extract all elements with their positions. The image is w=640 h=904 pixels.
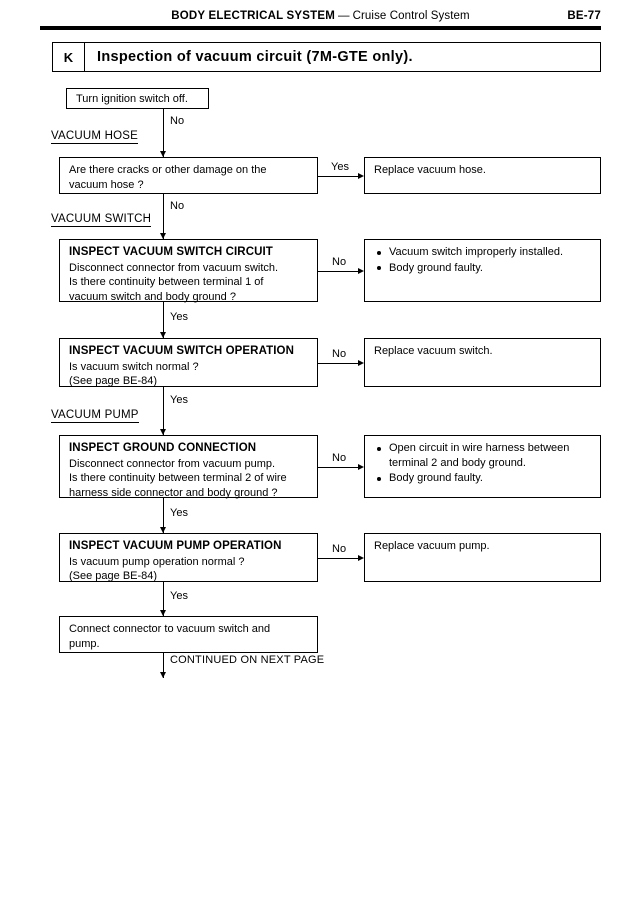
section-bar: K Inspection of vacuum circuit (7M-GTE o… <box>52 42 601 72</box>
connector-ground-to-pump <box>163 498 164 533</box>
header-subject: Cruise Control System <box>352 10 470 22</box>
ground-result-b1-line1: Open circuit in wire harness between <box>389 442 570 454</box>
branch-label-no-switch-circuit: No <box>332 256 347 268</box>
arrowhead-down-hose <box>160 151 166 157</box>
ground-connection-line1: Disconnect connector from vacuum pump. <box>69 457 276 470</box>
branch-label-yes-hose: Yes <box>331 161 349 173</box>
continued-note: CONTINUED ON NEXT PAGE <box>170 654 325 666</box>
branch-label-yes-switch-operation: Yes <box>170 394 188 406</box>
connector-pump-no <box>318 558 359 559</box>
branch-label-yes-pump: Yes <box>170 590 188 602</box>
flow-box-switch-circuit: INSPECT VACUUM SWITCH CIRCUIT Disconnect… <box>59 239 318 303</box>
section-label-vacuum-hose: VACUUM HOSE <box>51 130 138 144</box>
flow-box-pump-operation: INSPECT VACUUM PUMP OPERATION Is vacuum … <box>59 533 318 582</box>
section-label-vacuum-pump: VACUUM PUMP <box>51 409 139 423</box>
branch-label-no-ground: No <box>332 452 347 464</box>
connector-reconnect-tail <box>163 653 164 678</box>
connector-ground-no <box>318 467 359 468</box>
branch-label-yes-ground: Yes <box>170 507 188 519</box>
arrowhead-down-reconnect <box>160 610 166 616</box>
connector-hose-to-switch <box>163 194 164 239</box>
page-number: BE-77 <box>567 10 601 22</box>
header-dash: — <box>337 10 350 22</box>
pump-operation-result-text: Replace vacuum pump. <box>374 540 490 552</box>
section-label-vacuum-switch: VACUUM SWITCH <box>51 213 152 227</box>
flow-box-ground-connection: INSPECT GROUND CONNECTION Disconnect con… <box>59 435 318 499</box>
branch-label-no-pump: No <box>332 543 347 555</box>
ground-result-b1-line2: terminal 2 and body ground. <box>389 456 526 469</box>
arrowhead-right-pump <box>358 554 364 561</box>
flow-box-pump-operation-result: Replace vacuum pump. <box>364 533 601 582</box>
flow-box-switch-operation-result: Replace vacuum switch. <box>364 338 601 387</box>
branch-label-no-switch-operation: No <box>332 348 347 360</box>
ground-connection-line3: harness side connector and body ground ? <box>69 486 278 499</box>
switch-circuit-result-list: Vacuum switch improperly installed. Body… <box>365 240 600 275</box>
arrowhead-down-continued <box>160 672 166 678</box>
arrowhead-down-switch-operation <box>160 332 166 338</box>
flow-box-hose-check: Are there cracks or other damage on the … <box>59 157 318 194</box>
reconnect-line1: Connect connector to vacuum switch and <box>69 623 271 635</box>
connector-start-to-hose <box>163 109 164 157</box>
list-item: Vacuum switch improperly installed. <box>375 245 594 260</box>
arrowhead-right-hose <box>358 172 364 179</box>
switch-operation-title: INSPECT VACUUM SWITCH OPERATION <box>69 345 295 357</box>
ground-connection-title: INSPECT GROUND CONNECTION <box>69 442 257 454</box>
arrowhead-right-switch-operation <box>358 359 364 366</box>
header-system-name: BODY ELECTRICAL SYSTEM <box>171 10 335 22</box>
connector-pump-to-reconnect <box>163 582 164 616</box>
arrowhead-right-ground <box>358 463 364 470</box>
switch-circuit-line1: Disconnect connector from vacuum switch. <box>69 261 279 274</box>
section-title: Inspection of vacuum circuit (7M-GTE onl… <box>97 49 413 65</box>
ground-connection-line2: Is there continuity between terminal 2 o… <box>69 472 287 484</box>
flow-box-start: Turn ignition switch off. <box>66 88 209 109</box>
connector-switch-operation-no <box>318 363 359 364</box>
hose-check-line2: vacuum hose ? <box>69 178 144 191</box>
connector-switch-operation-to-ground <box>163 387 164 435</box>
ground-connection-result-list: Open circuit in wire harness between term… <box>365 436 600 486</box>
page-header-title: BODY ELECTRICAL SYSTEM—Cruise Control Sy… <box>40 10 601 22</box>
reconnect-line2: pump. <box>69 637 100 650</box>
branch-label-no-start: No <box>170 115 185 127</box>
hose-result-text: Replace vacuum hose. <box>374 164 486 176</box>
header-rule <box>40 26 601 30</box>
arrowhead-right-switch-circuit <box>358 267 364 274</box>
switch-circuit-line3: vacuum switch and body ground ? <box>69 290 236 303</box>
switch-circuit-line2: Is there continuity between terminal 1 o… <box>69 276 264 288</box>
switch-operation-line2: (See page BE-84) <box>69 375 158 387</box>
arrowhead-down-switch <box>160 233 166 239</box>
branch-label-yes-switch-circuit: Yes <box>170 311 188 323</box>
branch-label-no-hose: No <box>170 200 185 212</box>
connector-hose-yes <box>318 176 359 177</box>
flow-box-switch-circuit-result: Vacuum switch improperly installed. Body… <box>364 239 601 302</box>
hose-check-line1: Are there cracks or other damage on the <box>69 164 267 176</box>
flow-box-reconnect: Connect connector to vacuum switch and p… <box>59 616 318 653</box>
start-text: Turn ignition switch off. <box>76 93 188 105</box>
flow-box-hose-result: Replace vacuum hose. <box>364 157 601 194</box>
list-item: Body ground faulty. <box>375 471 594 486</box>
flow-box-ground-connection-result: Open circuit in wire harness between term… <box>364 435 601 498</box>
pump-operation-line1: Is vacuum pump operation normal ? <box>69 555 245 568</box>
switch-operation-result-text: Replace vacuum switch. <box>374 345 493 357</box>
list-item: Open circuit in wire harness between term… <box>375 441 594 470</box>
pump-operation-line2: (See page BE-84) <box>69 570 158 582</box>
flow-box-switch-operation: INSPECT VACUUM SWITCH OPERATION Is vacuu… <box>59 338 318 387</box>
list-item: Body ground faulty. <box>375 261 594 276</box>
connector-switch-circuit-to-operation <box>163 302 164 338</box>
switch-circuit-title: INSPECT VACUUM SWITCH CIRCUIT <box>69 246 273 258</box>
arrowhead-down-pump <box>160 527 166 533</box>
arrowhead-down-ground <box>160 429 166 435</box>
connector-switch-circuit-no <box>318 271 359 272</box>
switch-operation-line1: Is vacuum switch normal ? <box>69 360 199 373</box>
section-letter: K <box>53 43 85 71</box>
pump-operation-title: INSPECT VACUUM PUMP OPERATION <box>69 540 282 552</box>
